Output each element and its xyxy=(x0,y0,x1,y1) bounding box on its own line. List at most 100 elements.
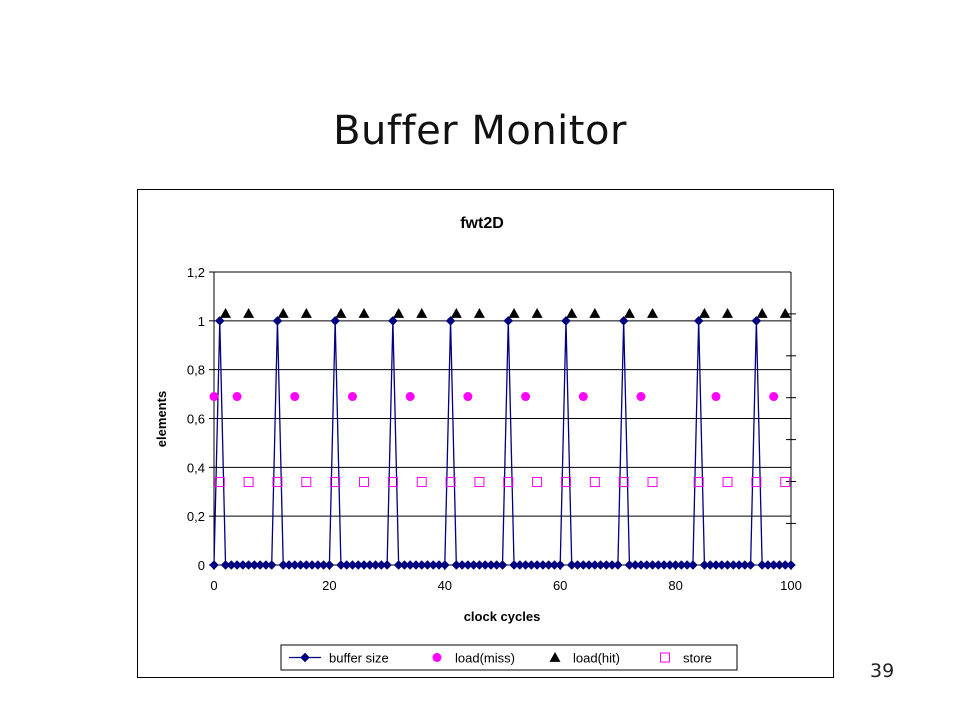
data-point xyxy=(387,476,398,487)
data-point xyxy=(272,315,283,326)
data-point xyxy=(290,392,300,402)
data-point xyxy=(347,392,357,402)
grid-lines xyxy=(214,271,791,566)
y-tick-label: 0,8 xyxy=(187,363,205,378)
data-point xyxy=(463,392,473,402)
legend-label: buffer size xyxy=(329,651,389,666)
x-tick-label: 0 xyxy=(210,578,217,593)
data-point xyxy=(503,315,514,326)
data-point xyxy=(693,315,704,326)
legend: buffer size load(miss) load(hit) store xyxy=(280,644,738,671)
data-point xyxy=(779,308,791,318)
data-point xyxy=(688,560,698,570)
data-point xyxy=(220,308,232,318)
data-point xyxy=(416,308,428,318)
legend-entry: buffer size xyxy=(289,651,389,666)
legend-marker xyxy=(660,652,670,663)
data-point xyxy=(497,560,508,570)
data-point xyxy=(693,476,704,487)
data-point xyxy=(474,476,485,487)
data-point xyxy=(330,476,341,487)
data-point xyxy=(300,308,312,318)
legend-marker xyxy=(300,652,310,663)
chart-title: fwt2D xyxy=(460,215,504,232)
y-axis-label: elements xyxy=(154,391,169,447)
data-point xyxy=(473,308,485,318)
slide-title: Buffer Monitor xyxy=(333,108,627,154)
data-point xyxy=(243,308,255,318)
data-point xyxy=(769,392,779,402)
data-point xyxy=(330,315,341,326)
data-point xyxy=(531,308,543,318)
data-point xyxy=(561,315,571,326)
data-point xyxy=(618,476,629,487)
data-point xyxy=(751,476,762,487)
data-point xyxy=(243,476,254,487)
data-point xyxy=(359,476,370,487)
x-tick-label: 60 xyxy=(553,578,567,593)
legend-label: load(miss) xyxy=(455,651,515,666)
series-layer xyxy=(209,308,796,570)
page-number: 39 xyxy=(870,660,895,682)
series-buffer-size xyxy=(209,315,796,570)
data-point xyxy=(277,308,289,318)
data-point xyxy=(508,308,520,318)
data-point xyxy=(786,560,796,570)
data-point xyxy=(722,308,734,318)
legend-entry: load(hit) xyxy=(549,651,620,666)
legend-label: store xyxy=(683,651,712,666)
data-point xyxy=(266,560,277,570)
y-tick-label: 0,4 xyxy=(187,460,205,475)
legend-entry: load(miss) xyxy=(432,651,515,666)
data-point xyxy=(647,308,659,318)
series-load-miss- xyxy=(209,392,779,402)
data-point xyxy=(636,392,646,402)
legend-marker xyxy=(549,652,561,662)
data-point xyxy=(647,476,658,487)
buffer-size-line xyxy=(213,320,791,566)
data-point xyxy=(324,560,335,570)
data-point xyxy=(405,392,415,402)
data-point xyxy=(209,560,219,570)
y-tick-label: 0,2 xyxy=(187,509,205,524)
legend-box xyxy=(280,644,738,671)
x-axis-label: clock cycles xyxy=(464,609,541,624)
data-point xyxy=(578,392,588,402)
data-point xyxy=(393,308,405,318)
x-tick-label: 40 xyxy=(438,578,452,593)
y-tick-label: 1,2 xyxy=(187,265,205,280)
data-point xyxy=(623,308,635,318)
data-point xyxy=(745,560,756,570)
data-point xyxy=(388,315,398,326)
x-tick-label: 80 xyxy=(668,578,682,593)
chart-plot: fwt2D elements clock cycles 00,20,40,60,… xyxy=(154,215,802,671)
data-point xyxy=(532,476,543,487)
data-point xyxy=(560,476,571,487)
data-point xyxy=(445,476,456,487)
legend-entry: store xyxy=(660,651,712,666)
data-point xyxy=(566,308,578,318)
y-tick-label: 0 xyxy=(198,558,205,573)
data-point xyxy=(722,476,733,487)
legend-label: load(hit) xyxy=(573,651,620,666)
data-point xyxy=(214,315,225,326)
data-point xyxy=(618,315,629,326)
data-point xyxy=(751,315,762,326)
series-store xyxy=(214,476,791,487)
data-point xyxy=(555,560,566,570)
data-point xyxy=(503,476,514,487)
data-point xyxy=(613,560,623,570)
data-point xyxy=(382,560,392,570)
data-point xyxy=(232,392,242,402)
data-point xyxy=(450,308,462,318)
data-point xyxy=(780,476,791,487)
data-point xyxy=(358,308,370,318)
data-point xyxy=(589,308,601,318)
x-tick-label: 20 xyxy=(322,578,336,593)
data-point xyxy=(711,392,721,402)
data-point xyxy=(521,392,531,402)
data-point xyxy=(756,308,768,318)
data-point xyxy=(698,308,710,318)
x-tick-label: 100 xyxy=(780,578,802,593)
